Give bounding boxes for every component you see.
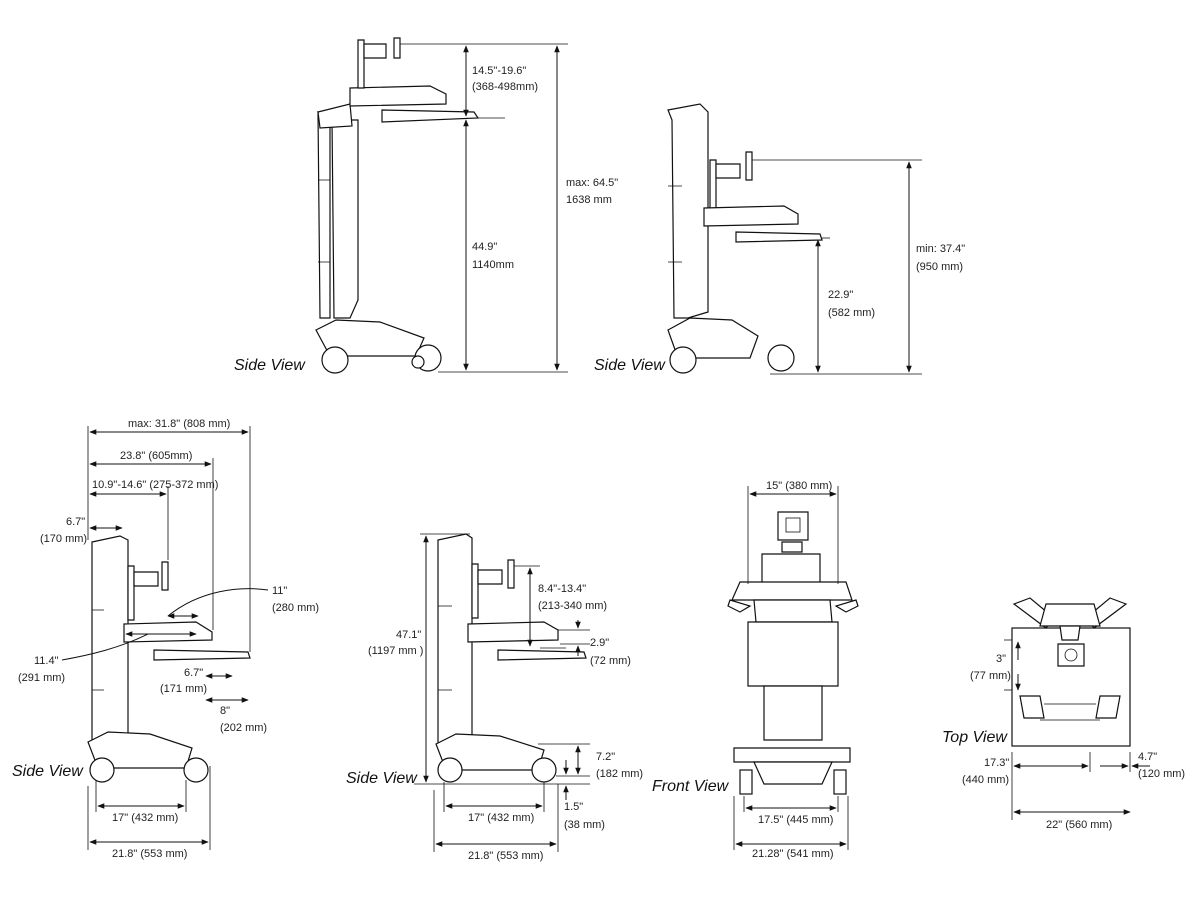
top-view: 3" (77 mm) 17.3" (440 mm) 4.7" (120 mm) … [942, 597, 1185, 831]
dim-base-height-mm: (182 mm) [596, 768, 643, 780]
dim-4-7-mm: (120 mm) [1138, 768, 1185, 780]
cart-side-illustration [87, 535, 251, 783]
dim-8: 8" [220, 705, 230, 717]
view-label: Top View [942, 729, 1008, 746]
dim-6-7b: 6.7" [184, 667, 203, 679]
dim-clearance-mm: (38 mm) [564, 819, 605, 831]
dim-base-21-8: 21.8" (553 mm) [112, 848, 187, 860]
cart-front-illustration [727, 511, 859, 795]
dim-11-4-mm: (291 mm) [18, 672, 65, 684]
dim-inner-width: 17.5" (445 mm) [758, 814, 833, 826]
dim-base-21-8: 21.8" (553 mm) [468, 850, 543, 862]
dim-17-3: 17.3" [984, 757, 1009, 769]
dim-max-depth: max: 31.8" (808 mm) [128, 418, 230, 430]
dim-4-7: 4.7" [1138, 751, 1157, 763]
dim-depth-605: 23.8" (605mm) [120, 450, 192, 462]
view-label: Side View [346, 770, 418, 787]
dim-monitor-range: 8.4"-13.4" [538, 583, 586, 595]
dim-outer-width: 21.28" (541 mm) [752, 848, 834, 860]
dim-total-min: min: 37.4" [916, 243, 965, 255]
dim-11: 11" [272, 585, 287, 597]
dim-3: 3" [996, 653, 1006, 665]
side-view-min: 22.9" (582 mm) min: 37.4" (950 mm) Side … [594, 103, 965, 375]
side-view-compact: 47.1" (1197 mm ) 8.4"-13.4" (213-340 mm)… [346, 533, 643, 862]
dim-monitor-range: 14.5"-19.6" [472, 65, 526, 77]
dim-6-7-mm: (170 mm) [40, 533, 87, 545]
dim-top-width: 15" (380 mm) [766, 480, 832, 492]
view-label: Side View [594, 357, 666, 374]
dim-monitor-range-mm: (368-498mm) [472, 81, 538, 93]
dim-17-3-mm: (440 mm) [962, 774, 1009, 786]
dim-6-7: 6.7" [66, 516, 85, 528]
dim-monitor-range-mm: (213-340 mm) [538, 600, 607, 612]
dim-work-height: 44.9" [472, 241, 497, 253]
dim-work-height-mm: (582 mm) [828, 307, 875, 319]
dim-gap: 2.9" [590, 637, 609, 649]
dim-top-width: 22" (560 mm) [1046, 819, 1112, 831]
view-label: Front View [652, 778, 730, 795]
dim-height: 47.1" [396, 629, 421, 641]
dim-depth-range: 10.9"-14.6" (275-372 mm) [92, 479, 218, 491]
dim-total-min-mm: (950 mm) [916, 261, 963, 273]
dim-11-4: 11.4" [34, 655, 59, 667]
dim-gap-mm: (72 mm) [590, 655, 631, 667]
dim-base-height: 7.2" [596, 751, 615, 763]
front-view: 15" (380 mm) 17.5" (445 mm) 21.28" (541 … [652, 480, 859, 860]
side-view-depth: max: 31.8" (808 mm) 23.8" (605mm) 10.9"-… [12, 418, 319, 860]
dim-total-max-mm: 1638 mm [566, 194, 612, 206]
cart-side-illustration [667, 103, 823, 374]
view-label: Side View [12, 763, 84, 780]
cart-top-illustration [1011, 597, 1131, 747]
dim-8-mm: (202 mm) [220, 722, 267, 734]
dim-3-mm: (77 mm) [970, 670, 1011, 682]
dim-clearance: 1.5" [564, 801, 583, 813]
dim-height-mm: (1197 mm ) [368, 645, 423, 657]
dim-work-height-mm: 1140mm [472, 259, 514, 271]
dim-6-7b-mm: (171 mm) [160, 683, 207, 695]
dim-total-max: max: 64.5" [566, 177, 618, 189]
dim-base-17: 17" (432 mm) [468, 812, 534, 824]
dim-work-height: 22.9" [828, 289, 853, 301]
view-label: Side View [234, 357, 306, 374]
dim-base-17: 17" (432 mm) [112, 812, 178, 824]
cart-side-illustration [435, 533, 587, 783]
dim-11-mm: (280 mm) [272, 602, 319, 614]
cart-side-illustration [315, 37, 480, 374]
side-view-max: 14.5"-19.6" (368-498mm) 44.9" 1140mm max… [234, 37, 618, 374]
